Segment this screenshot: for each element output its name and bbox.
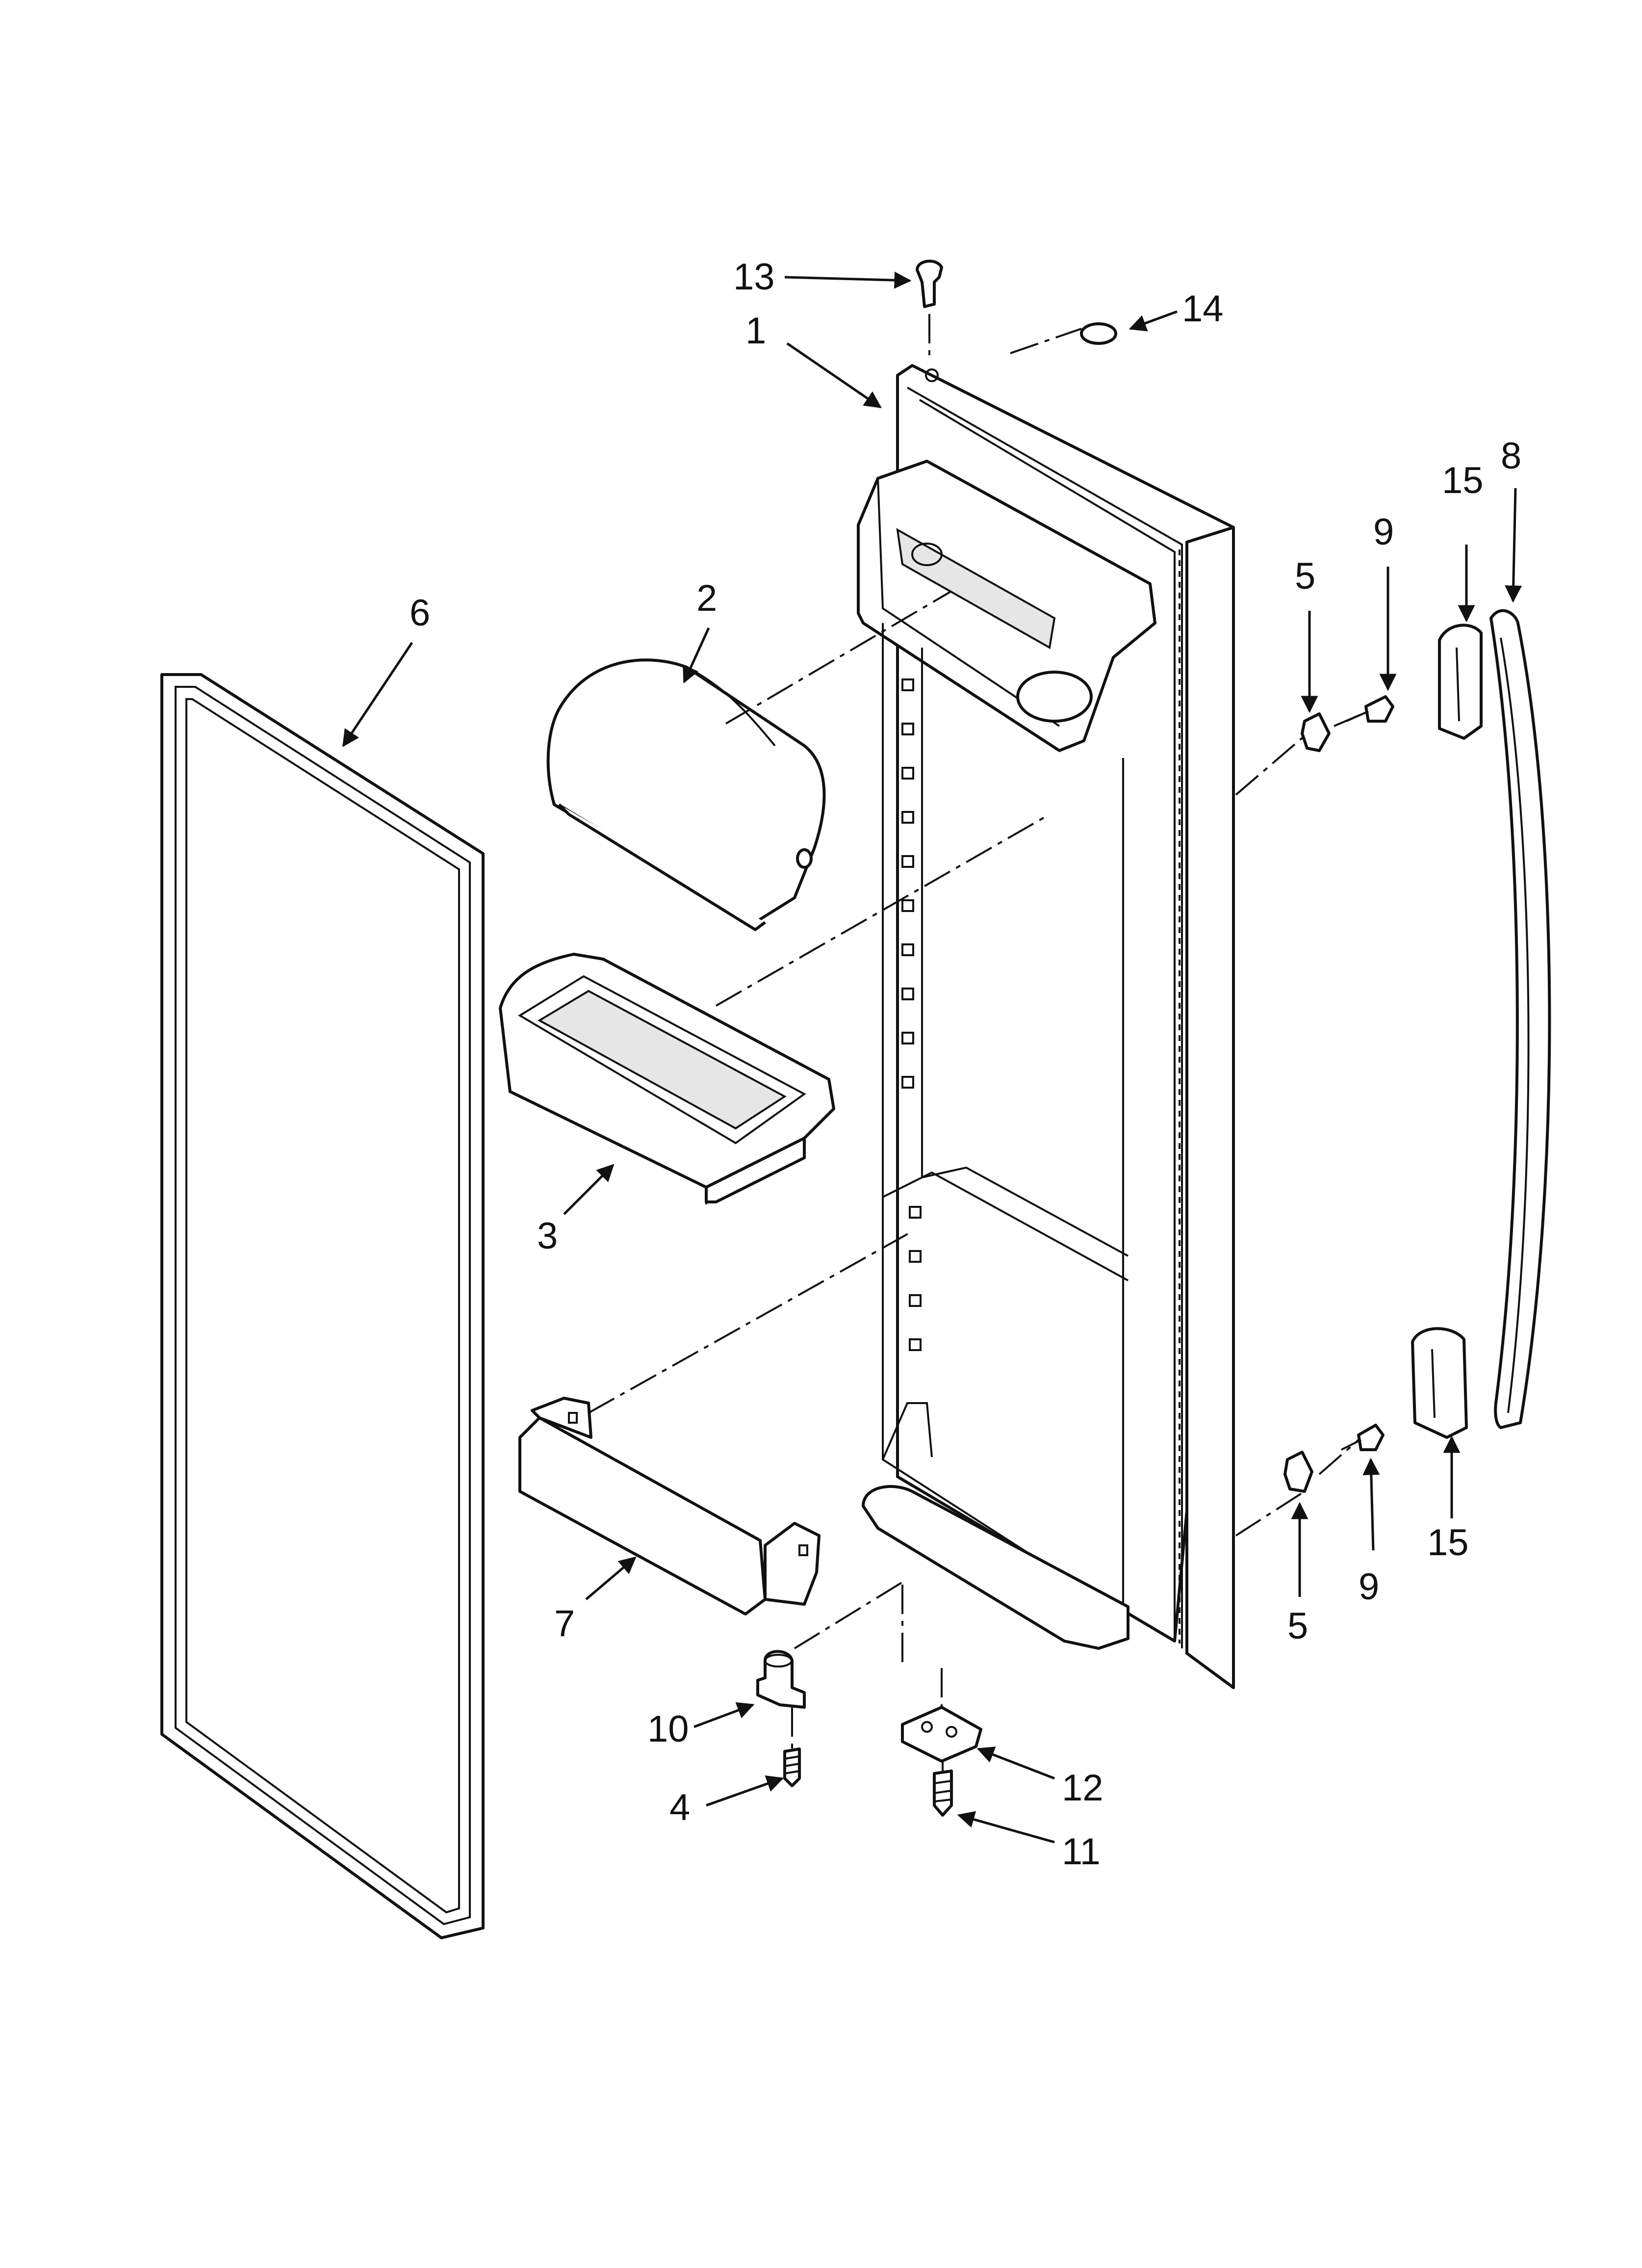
assembly-lines (588, 314, 1369, 1773)
callout-13: 13 (733, 256, 775, 298)
o-ring-part (1080, 322, 1117, 345)
door-bin-part (499, 953, 835, 1204)
callout-1: 1 (745, 310, 766, 352)
callout-11: 11 (1062, 1831, 1101, 1873)
callout-10: 10 (647, 1708, 689, 1750)
door-liner-part (857, 364, 1235, 1689)
callout-15-lower: 15 (1427, 1522, 1469, 1564)
callout-4: 4 (669, 1787, 690, 1828)
callout-3: 3 (537, 1215, 558, 1257)
callout-labels: 13 14 1 8 15 9 5 6 2 3 7 15 9 5 10 12 4 … (410, 256, 1521, 1873)
lower-door-shelf-part (518, 1397, 821, 1616)
hinge-part (756, 1650, 806, 1709)
callout-9-lower: 9 (1359, 1566, 1379, 1608)
callout-2: 2 (696, 577, 717, 619)
callout-15-upper: 15 (1442, 460, 1484, 501)
clip-upper (1301, 712, 1331, 752)
plug-part (916, 260, 943, 308)
callout-5-upper: 5 (1295, 555, 1315, 597)
shelf-bosses (901, 678, 922, 1351)
door-handle-part (1489, 609, 1551, 1429)
door-gasket-part (160, 673, 485, 1939)
screw-lower (1341, 1424, 1385, 1451)
callout-12: 12 (1062, 1767, 1103, 1809)
callout-8: 8 (1501, 435, 1521, 477)
callout-5-lower: 5 (1287, 1605, 1308, 1647)
hinge-screw-part (783, 1747, 801, 1787)
callout-7: 7 (554, 1603, 575, 1644)
callout-9-upper: 9 (1373, 511, 1394, 553)
bracket-screw-part (933, 1770, 953, 1817)
callout-14: 14 (1182, 288, 1224, 330)
leader-arrows (342, 271, 1522, 1844)
dairy-bin-part (546, 658, 826, 931)
bracket-part (901, 1706, 982, 1763)
handle-end-cap-lower (1411, 1327, 1468, 1439)
callout-6: 6 (410, 592, 430, 634)
clip-lower (1283, 1451, 1313, 1493)
handle-end-cap-upper (1438, 624, 1483, 740)
